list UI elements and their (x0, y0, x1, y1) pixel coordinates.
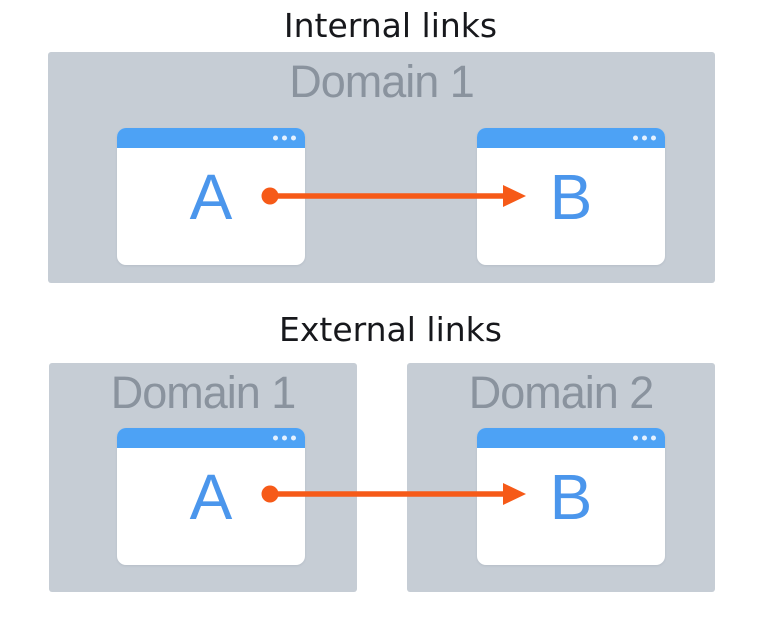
page-label: B (549, 460, 593, 533)
external-links-title: External links (279, 310, 502, 349)
internal-links-title: Internal links (283, 6, 498, 45)
internal-link-arrow (261, 185, 526, 207)
window-menu-dots-icon (273, 435, 296, 441)
window-menu-dots-icon (273, 135, 296, 141)
domain-label: Domain 2 (468, 367, 655, 418)
window-body: B (477, 148, 665, 265)
window-body: B (477, 448, 665, 565)
window-menu-dots-icon (633, 435, 656, 441)
external-link-arrow (261, 483, 526, 505)
window-menu-dots-icon (633, 135, 656, 141)
window-titlebar (477, 428, 665, 448)
domain-card-external-1: Domain 1 A (49, 363, 357, 592)
window-titlebar (477, 128, 665, 148)
window-titlebar (117, 128, 305, 148)
domain-label: Domain 1 (289, 56, 475, 107)
window-body: A (117, 148, 305, 265)
window-titlebar (117, 428, 305, 448)
domain-label: Domain 1 (110, 367, 297, 418)
page-label: A (189, 160, 233, 233)
domain-card-internal: Domain 1 A B (48, 52, 715, 283)
page-label: B (549, 160, 593, 233)
page-label: A (189, 460, 233, 533)
window-body: A (117, 448, 305, 565)
